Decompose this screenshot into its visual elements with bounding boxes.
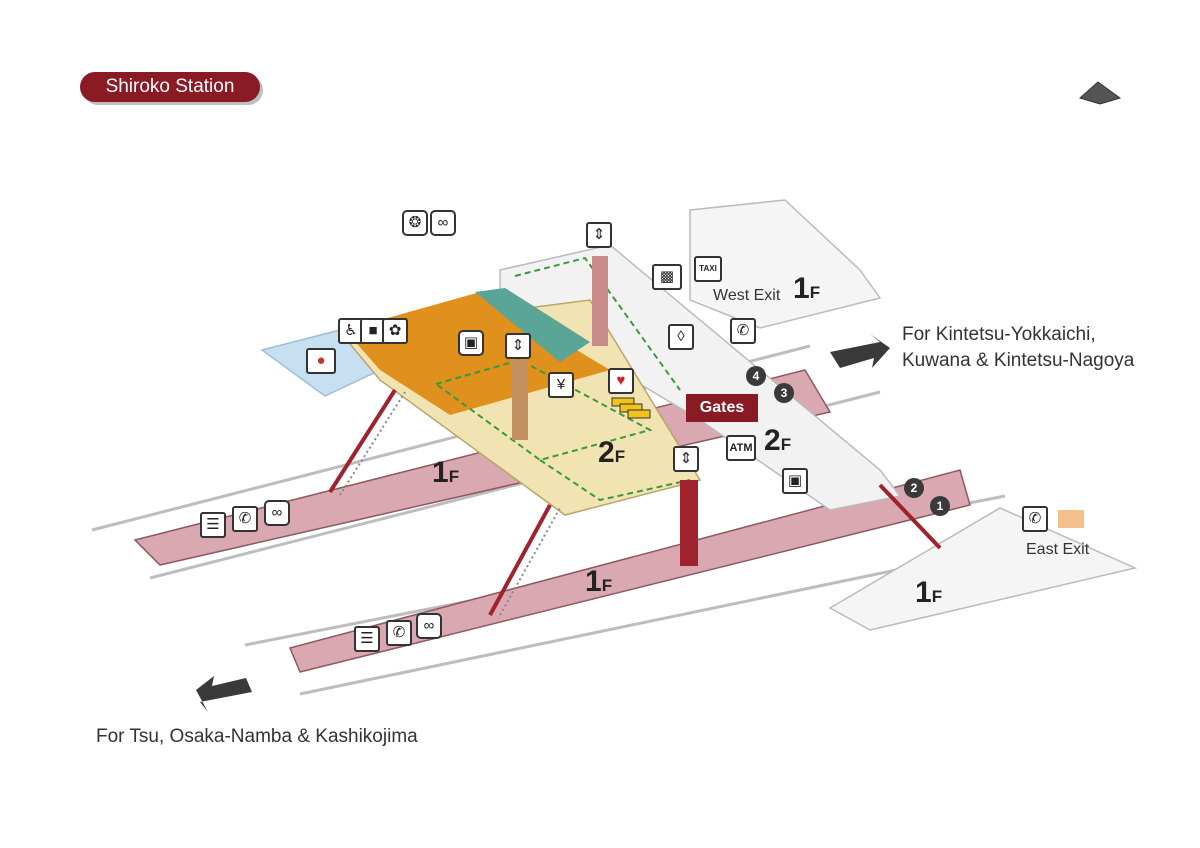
waiting-room-icon: ∞ xyxy=(430,210,456,236)
station-office-icon: ▣ xyxy=(782,468,808,494)
atm-icon: ATM xyxy=(726,435,756,461)
station-title: Shiroko Station xyxy=(80,72,260,102)
aed-icon: ♥ xyxy=(608,368,634,394)
public-phone-icon: ✆ xyxy=(730,318,756,344)
walking-routes xyxy=(435,256,691,502)
compass-icon xyxy=(1078,81,1122,105)
waiting-room-icon: ☰ xyxy=(200,512,226,538)
seat-reservation-icon: ❂ xyxy=(402,210,428,236)
arrow-south xyxy=(196,676,252,712)
elevator-shaft-3 xyxy=(680,480,698,566)
floor-suffix: F xyxy=(614,447,626,466)
waiting-room-icon: ∞ xyxy=(264,500,290,526)
elevator-icon: ⇕ xyxy=(505,333,531,359)
floor-label-lower-platform: 1F xyxy=(585,565,612,599)
floor-num: 2 xyxy=(764,424,781,457)
west-exit-floor xyxy=(689,199,882,329)
east-exit-label: East Exit xyxy=(1026,541,1090,558)
restroom-icon: ● xyxy=(306,348,336,374)
public-phone-icon: ✆ xyxy=(1022,506,1048,532)
ticket-gates xyxy=(611,397,651,419)
public-phone-icon: ✆ xyxy=(386,620,412,646)
floor-label-east-1f: 1F xyxy=(915,576,942,610)
floor-num: 1 xyxy=(915,576,932,609)
floor-label-2f-center: 2F xyxy=(598,436,625,470)
floor-suffix: F xyxy=(780,435,792,454)
baby-care-icon: ✿ xyxy=(382,318,408,344)
destination-north: For Kintetsu-Yokkaichi, Kuwana & Kintets… xyxy=(902,322,1134,374)
fare-adjustment-icon: ¥ xyxy=(548,372,574,398)
public-phone-icon: ✆ xyxy=(232,506,258,532)
elevator-icon: ⇕ xyxy=(673,446,699,472)
coin-locker-icon: ◊ xyxy=(668,324,694,350)
west-exit-label: West Exit xyxy=(713,287,781,304)
bus-icon: ▩ xyxy=(652,264,682,290)
waiting-room-icon: ∞ xyxy=(416,613,442,639)
platform-number-1: 1 xyxy=(930,496,950,516)
elevator-icon: ⇕ xyxy=(586,222,612,248)
ticket-machine-icon: ▣ xyxy=(458,330,484,356)
destination-south: For Tsu, Osaka-Namba & Kashikojima xyxy=(96,726,418,747)
floor-num: 1 xyxy=(432,456,449,489)
east-exit-floor xyxy=(828,507,1138,631)
floor-label-2f-right: 2F xyxy=(764,424,791,458)
waiting-room-icon: ☰ xyxy=(354,626,380,652)
floor-num: 1 xyxy=(585,565,602,598)
platform-lower xyxy=(288,469,971,673)
platform-number-3: 3 xyxy=(774,383,794,403)
arrow-north xyxy=(830,334,890,368)
floor-label-west-1f: 1F xyxy=(793,272,820,306)
elevator-shaft-2 xyxy=(512,360,528,440)
waiting-area xyxy=(475,288,590,362)
floor-label-upper-platform: 1F xyxy=(432,456,459,490)
gates-label: Gates xyxy=(686,394,758,422)
floor-suffix: F xyxy=(601,576,613,595)
platform-number-4: 4 xyxy=(746,366,766,386)
destination-north-line1: For Kintetsu-Yokkaichi, xyxy=(902,324,1096,345)
stair-steps xyxy=(339,391,561,616)
platform-number-2: 2 xyxy=(904,478,924,498)
destination-north-line2: Kuwana & Kintetsu-Nagoya xyxy=(902,350,1135,371)
floor-suffix: F xyxy=(931,587,943,606)
floor-num: 2 xyxy=(598,436,615,469)
taxi-icon: TAXI xyxy=(694,256,722,282)
east-exit-room xyxy=(1058,510,1084,528)
stairs xyxy=(328,388,942,616)
floor-suffix: F xyxy=(448,467,460,486)
floor-num: 1 xyxy=(793,272,810,305)
floor-suffix: F xyxy=(809,283,821,302)
elevator-shaft-1 xyxy=(592,256,608,346)
